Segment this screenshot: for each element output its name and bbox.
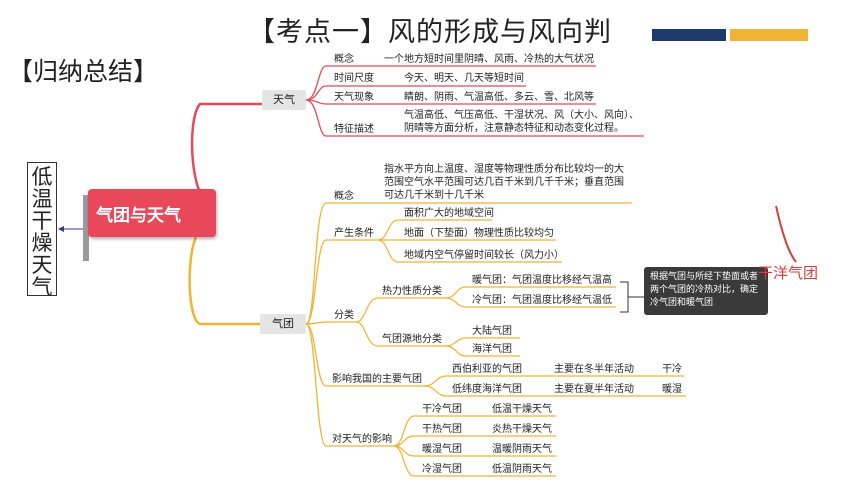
line-am-china [305,323,424,387]
am-cond-2: 地面（下垫面）物理性质比较均匀 [404,228,554,239]
line-am-class [305,321,356,325]
page-title: 【考点一】风的形成与风向判 [248,17,612,48]
line-am-effect [305,323,394,447]
vertical-char: 气 [31,275,53,299]
weather-time-text: 今天、明天、几天等短时间 [404,73,524,84]
line-cond3 [377,239,562,263]
am-cond-label: 产生条件 [334,228,374,239]
effect-weather: 温暖阴雨天气 [492,444,552,455]
weather-concept-text: 一个地方短时间里阴晴、风雨、冷热的大气状况 [384,54,594,65]
am-lowlat: 低纬度海洋气团 [452,384,522,395]
am-cold: 冷气团：气团温度比移经气温低 [472,295,612,306]
line-weather-concept [305,65,596,101]
am-lowlat-time: 主要在夏半年活动 [554,384,634,395]
weather-feature-text-2: 阴晴等方面分析，注意静态特征和动态变化过程。 [404,123,624,134]
effect-weather: 低温阴雨天气 [492,464,552,475]
am-cond-3: 地域内空气停留时间较长（风力小） [404,250,564,261]
am-siberia-trait: 干冷 [662,364,682,375]
effect-mass: 干冷气团 [422,404,462,415]
red-annotation: 干洋气团 [758,264,819,282]
effect-weather: 低温干燥天气 [492,404,552,415]
am-oceanic: 海洋气团 [472,344,512,355]
section-label: 【归纳总结】 [8,57,159,86]
line-effect4 [393,445,556,477]
am-warm: 暖气团：气团温度比移经气温高 [472,275,612,286]
decor-band-blue [652,29,726,41]
decor-band-yellow [730,29,808,41]
effect-mass: 暖湿气团 [422,444,462,455]
line-source [355,321,446,347]
am-concept-text-1: 指水平方向上温度、湿度等物理性质分布比较均一的大 [384,164,624,175]
line-effect2 [393,435,556,447]
vertical-text-box: 低 温 干 燥 天 气 [27,162,57,299]
line-continental [445,337,520,347]
weather-phen-text: 睛朗、阴雨、气温高低、多云、雪、北风等 [404,92,594,103]
line-cold [445,297,616,308]
note-bracket [620,281,644,313]
weather-time-label: 时间尺度 [334,73,374,84]
am-concept-text-3: 可达几千米到十几千米 [384,190,484,201]
line-am-cond [305,239,378,325]
line-warm [445,286,616,299]
line-lowlat [423,385,686,397]
am-effect-label: 对天气的影响 [332,434,392,445]
line-weather-phen [305,99,596,105]
effect-mass: 冷湿气团 [422,464,462,475]
line-thermal [355,297,446,323]
weather-concept-label: 概念 [334,54,354,65]
weather-phen-label: 天气现象 [334,92,374,103]
branch-to-airmass [188,236,260,326]
vertical-char: 燥 [31,231,53,255]
node-airmass: 气团 [260,314,306,334]
effect-mass: 干热气团 [422,424,462,435]
vertical-char: 干 [31,209,53,233]
weather-feature-label: 特征描述 [334,124,374,135]
node-weather: 天气 [262,90,306,110]
line-siberia [423,375,684,387]
weather-feature-text-1: 气温高低、气压高低、干湿状况、风（大小、风向）、 [404,110,639,121]
line-cond1 [377,219,492,241]
line-oceanic [445,345,520,357]
center-node: 气团与天气 [88,189,216,237]
vertical-char: 天 [31,253,53,277]
am-siberia: 西伯利亚的气团 [452,364,522,375]
line-effect1 [393,415,556,447]
am-concept-text-2: 范围空气水平范围可达几百千米到几千千米；垂直范围 [384,177,624,188]
am-thermal-label: 热力性质分类 [382,286,442,297]
line-am-concept [305,202,632,325]
am-continental: 大陆气团 [472,326,512,337]
note-box: 根据气团与所经下垫面或者两个气团的冷热对比，确定冷气团和暖气团 [644,267,768,315]
am-lowlat-trait: 暖湿 [662,384,682,395]
arrow-head [58,226,64,232]
am-cond-1: 面积广大的地域空间 [404,208,494,219]
effect-weather: 炎热干燥天气 [492,424,552,435]
am-siberia-time: 主要在冬半年活动 [554,364,634,375]
red-annotation-stroke [775,205,797,263]
center-node-edge [83,195,89,261]
am-source-label: 气团源地分类 [382,334,442,345]
am-class-label: 分类 [334,310,354,321]
am-concept-label: 概念 [334,191,354,202]
vertical-char: 温 [31,187,53,211]
vertical-char: 低 [31,165,53,189]
am-china-label: 影响我国的主要气团 [332,374,422,385]
line-weather-feature [305,99,644,137]
